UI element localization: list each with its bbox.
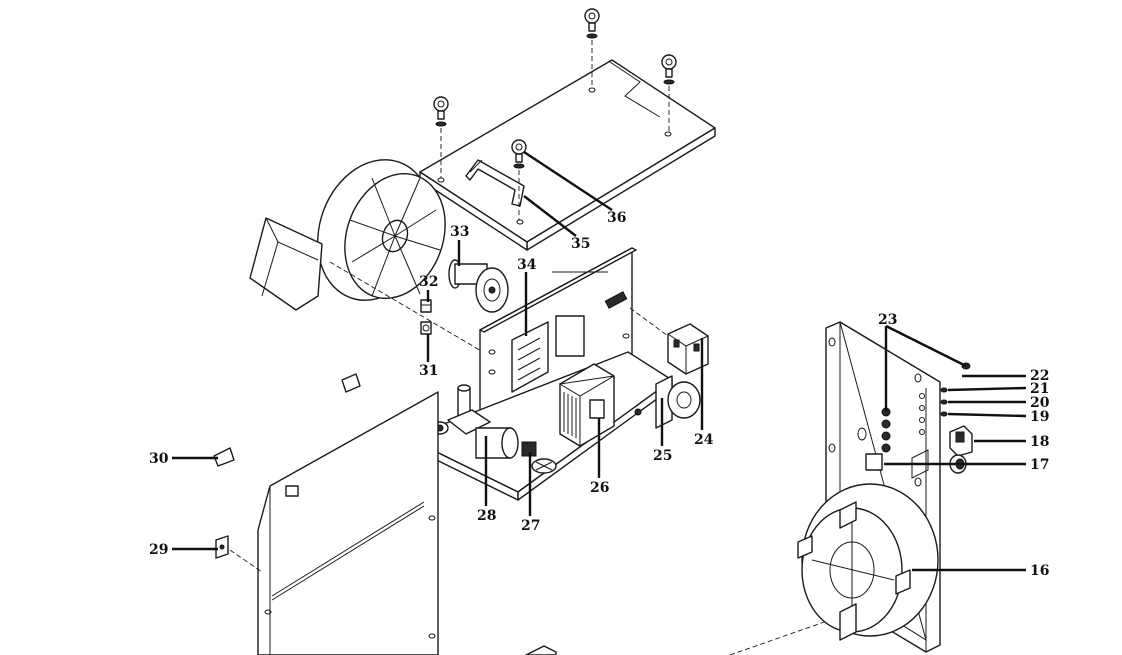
panel-latch	[215, 535, 229, 559]
callout-25: 25	[653, 448, 672, 464]
top-cover-plate	[419, 59, 716, 251]
callout-16: 16	[1030, 563, 1049, 579]
callout-29: 29	[149, 542, 168, 558]
callout-36: 36	[607, 210, 626, 226]
lifting-eye-bolt-1	[584, 8, 600, 88]
cooling-fan	[797, 483, 939, 641]
callout-30: 30	[149, 451, 169, 467]
callout-23: 23	[878, 312, 897, 328]
spool-hub	[448, 259, 509, 313]
wire-spool	[317, 159, 446, 301]
lifting-eye-bolt-3	[433, 96, 449, 178]
bottom-bracket	[525, 645, 557, 655]
spare-clip	[341, 373, 361, 393]
callout-22: 22	[1030, 368, 1049, 384]
callout-17: 17	[1030, 457, 1049, 473]
callout-34: 34	[517, 257, 537, 273]
spool-clip	[420, 299, 432, 313]
callout-28: 28	[477, 508, 496, 524]
power-switch	[949, 425, 973, 457]
carry-handle	[465, 159, 525, 207]
callout-21: 21	[1030, 381, 1049, 397]
spool-retainer	[420, 321, 432, 335]
leader-lines	[172, 150, 1027, 572]
transformer	[558, 363, 615, 447]
gas-valve	[431, 384, 519, 459]
side-panel	[229, 391, 439, 655]
spool-bracket	[249, 217, 323, 311]
callout-32: 32	[419, 274, 438, 290]
control-pcb	[511, 321, 549, 393]
callout-27: 27	[521, 518, 540, 534]
callout-18: 18	[1030, 434, 1049, 450]
contactor	[629, 307, 709, 375]
current-sensor	[655, 375, 701, 429]
panel-clip	[213, 447, 235, 467]
callout-35: 35	[571, 236, 590, 252]
callout-24: 24	[694, 432, 714, 448]
callout-19: 19	[1030, 409, 1049, 425]
callout-20: 20	[1030, 395, 1050, 411]
lifting-eye-bolt-2	[661, 54, 677, 132]
callout-26: 26	[590, 480, 609, 496]
lifting-eye-bolt-4	[511, 139, 527, 220]
callout-labels: 16 17 18 19 20 21 22 23 24 25 26 27 28 2…	[149, 210, 1050, 579]
callout-33: 33	[450, 224, 469, 240]
callout-31: 31	[419, 363, 438, 379]
